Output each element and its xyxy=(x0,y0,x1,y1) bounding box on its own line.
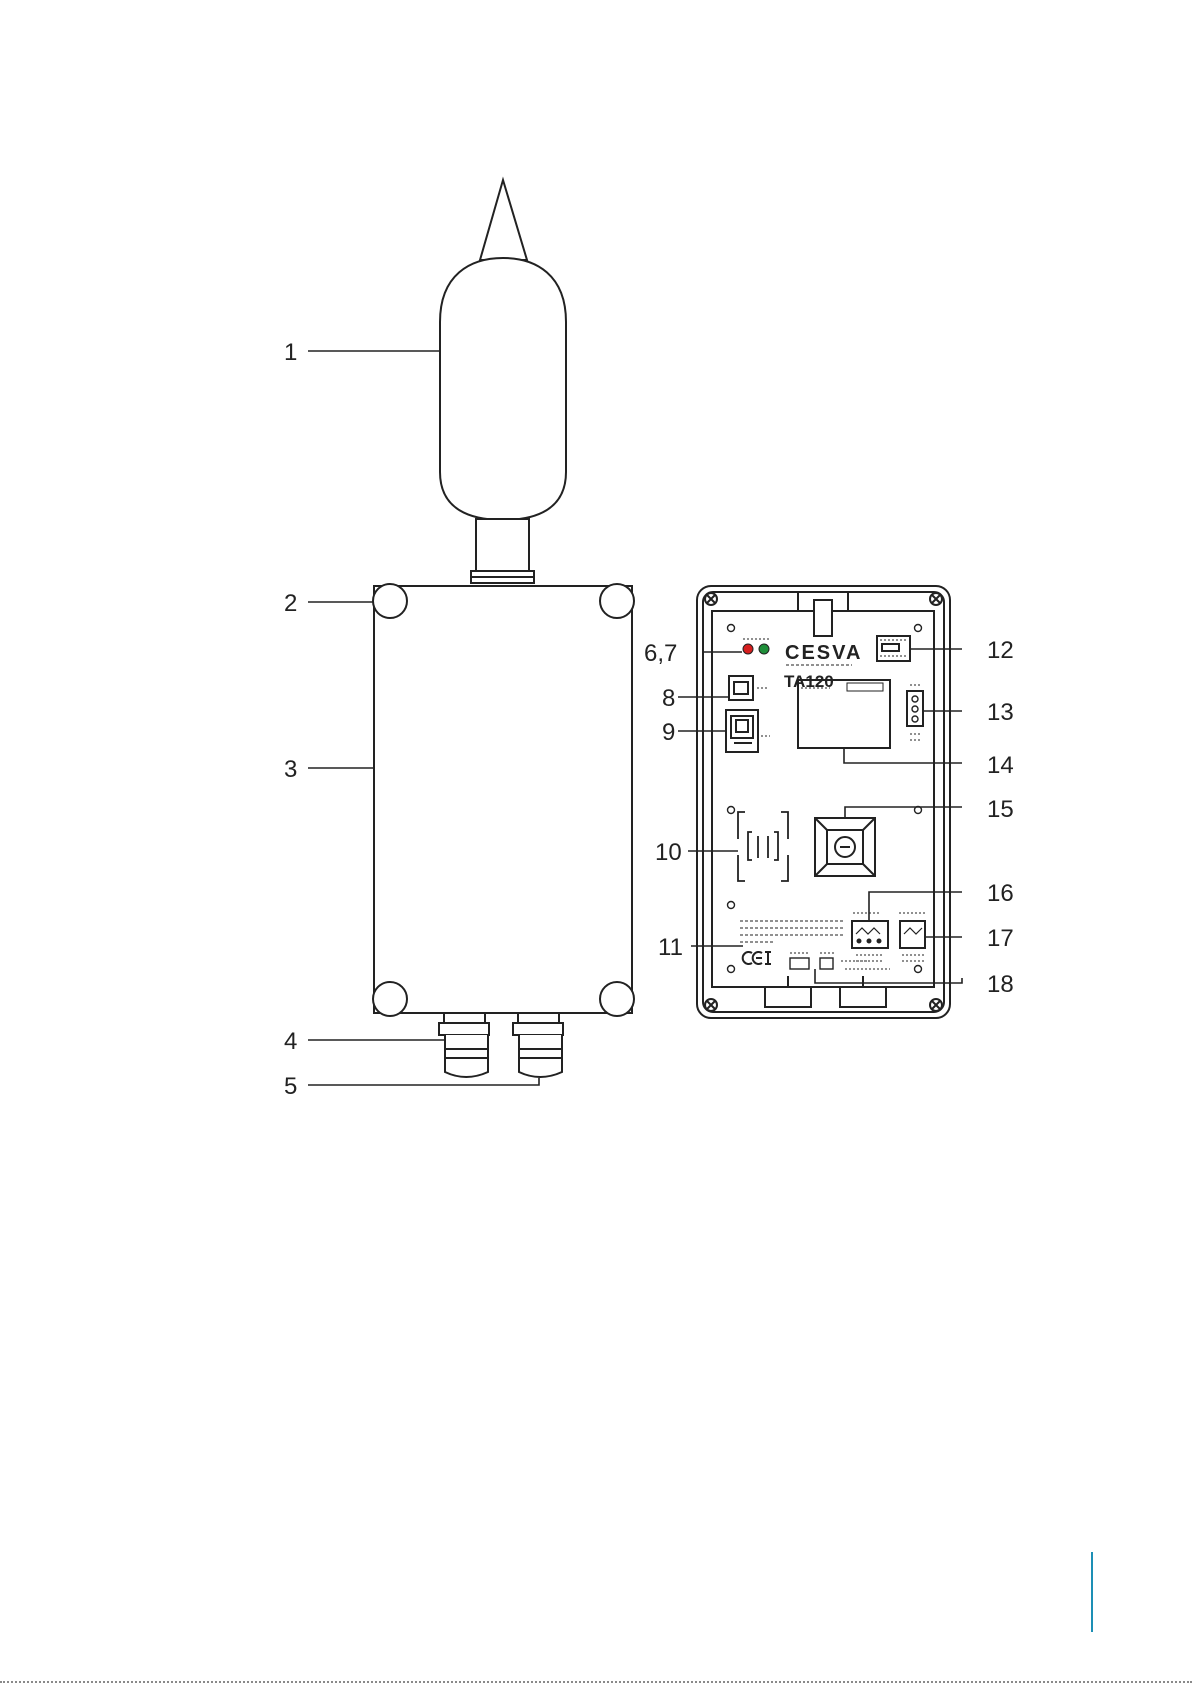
callout-3: 3 xyxy=(284,756,297,783)
callout-2: 2 xyxy=(284,590,297,617)
callout-13: 13 xyxy=(987,699,1014,726)
callout-11: 11 xyxy=(658,934,683,961)
dip-switch xyxy=(877,636,910,661)
callout-17: 17 xyxy=(987,925,1014,952)
callout-6-7: 6,7 xyxy=(644,640,677,667)
callout-10: 10 xyxy=(655,839,682,866)
callout-12: 12 xyxy=(987,637,1014,664)
microphone-windscreen xyxy=(440,180,566,583)
green-led xyxy=(759,644,769,654)
callout-8: 8 xyxy=(662,685,675,712)
page-bottom-border xyxy=(0,1681,1192,1683)
page-margin-rule xyxy=(1091,1552,1093,1632)
model-name: TA120 xyxy=(784,672,834,691)
main-enclosure xyxy=(374,586,632,1013)
front-view xyxy=(308,180,634,1085)
callout-4: 4 xyxy=(284,1028,297,1055)
callout-1: 1 xyxy=(284,339,297,366)
rotary-switch xyxy=(815,818,875,876)
usb-port xyxy=(729,676,753,700)
cable-glands xyxy=(439,1013,563,1077)
callout-18: 18 xyxy=(987,971,1014,998)
brand-logo-text: CESVA xyxy=(785,642,862,664)
callout-5: 5 xyxy=(284,1073,297,1100)
callout-14: 14 xyxy=(987,752,1014,779)
callout-15: 15 xyxy=(987,796,1014,823)
red-led xyxy=(743,644,753,654)
callout-16: 16 xyxy=(987,880,1014,907)
callout-9: 9 xyxy=(662,719,675,746)
